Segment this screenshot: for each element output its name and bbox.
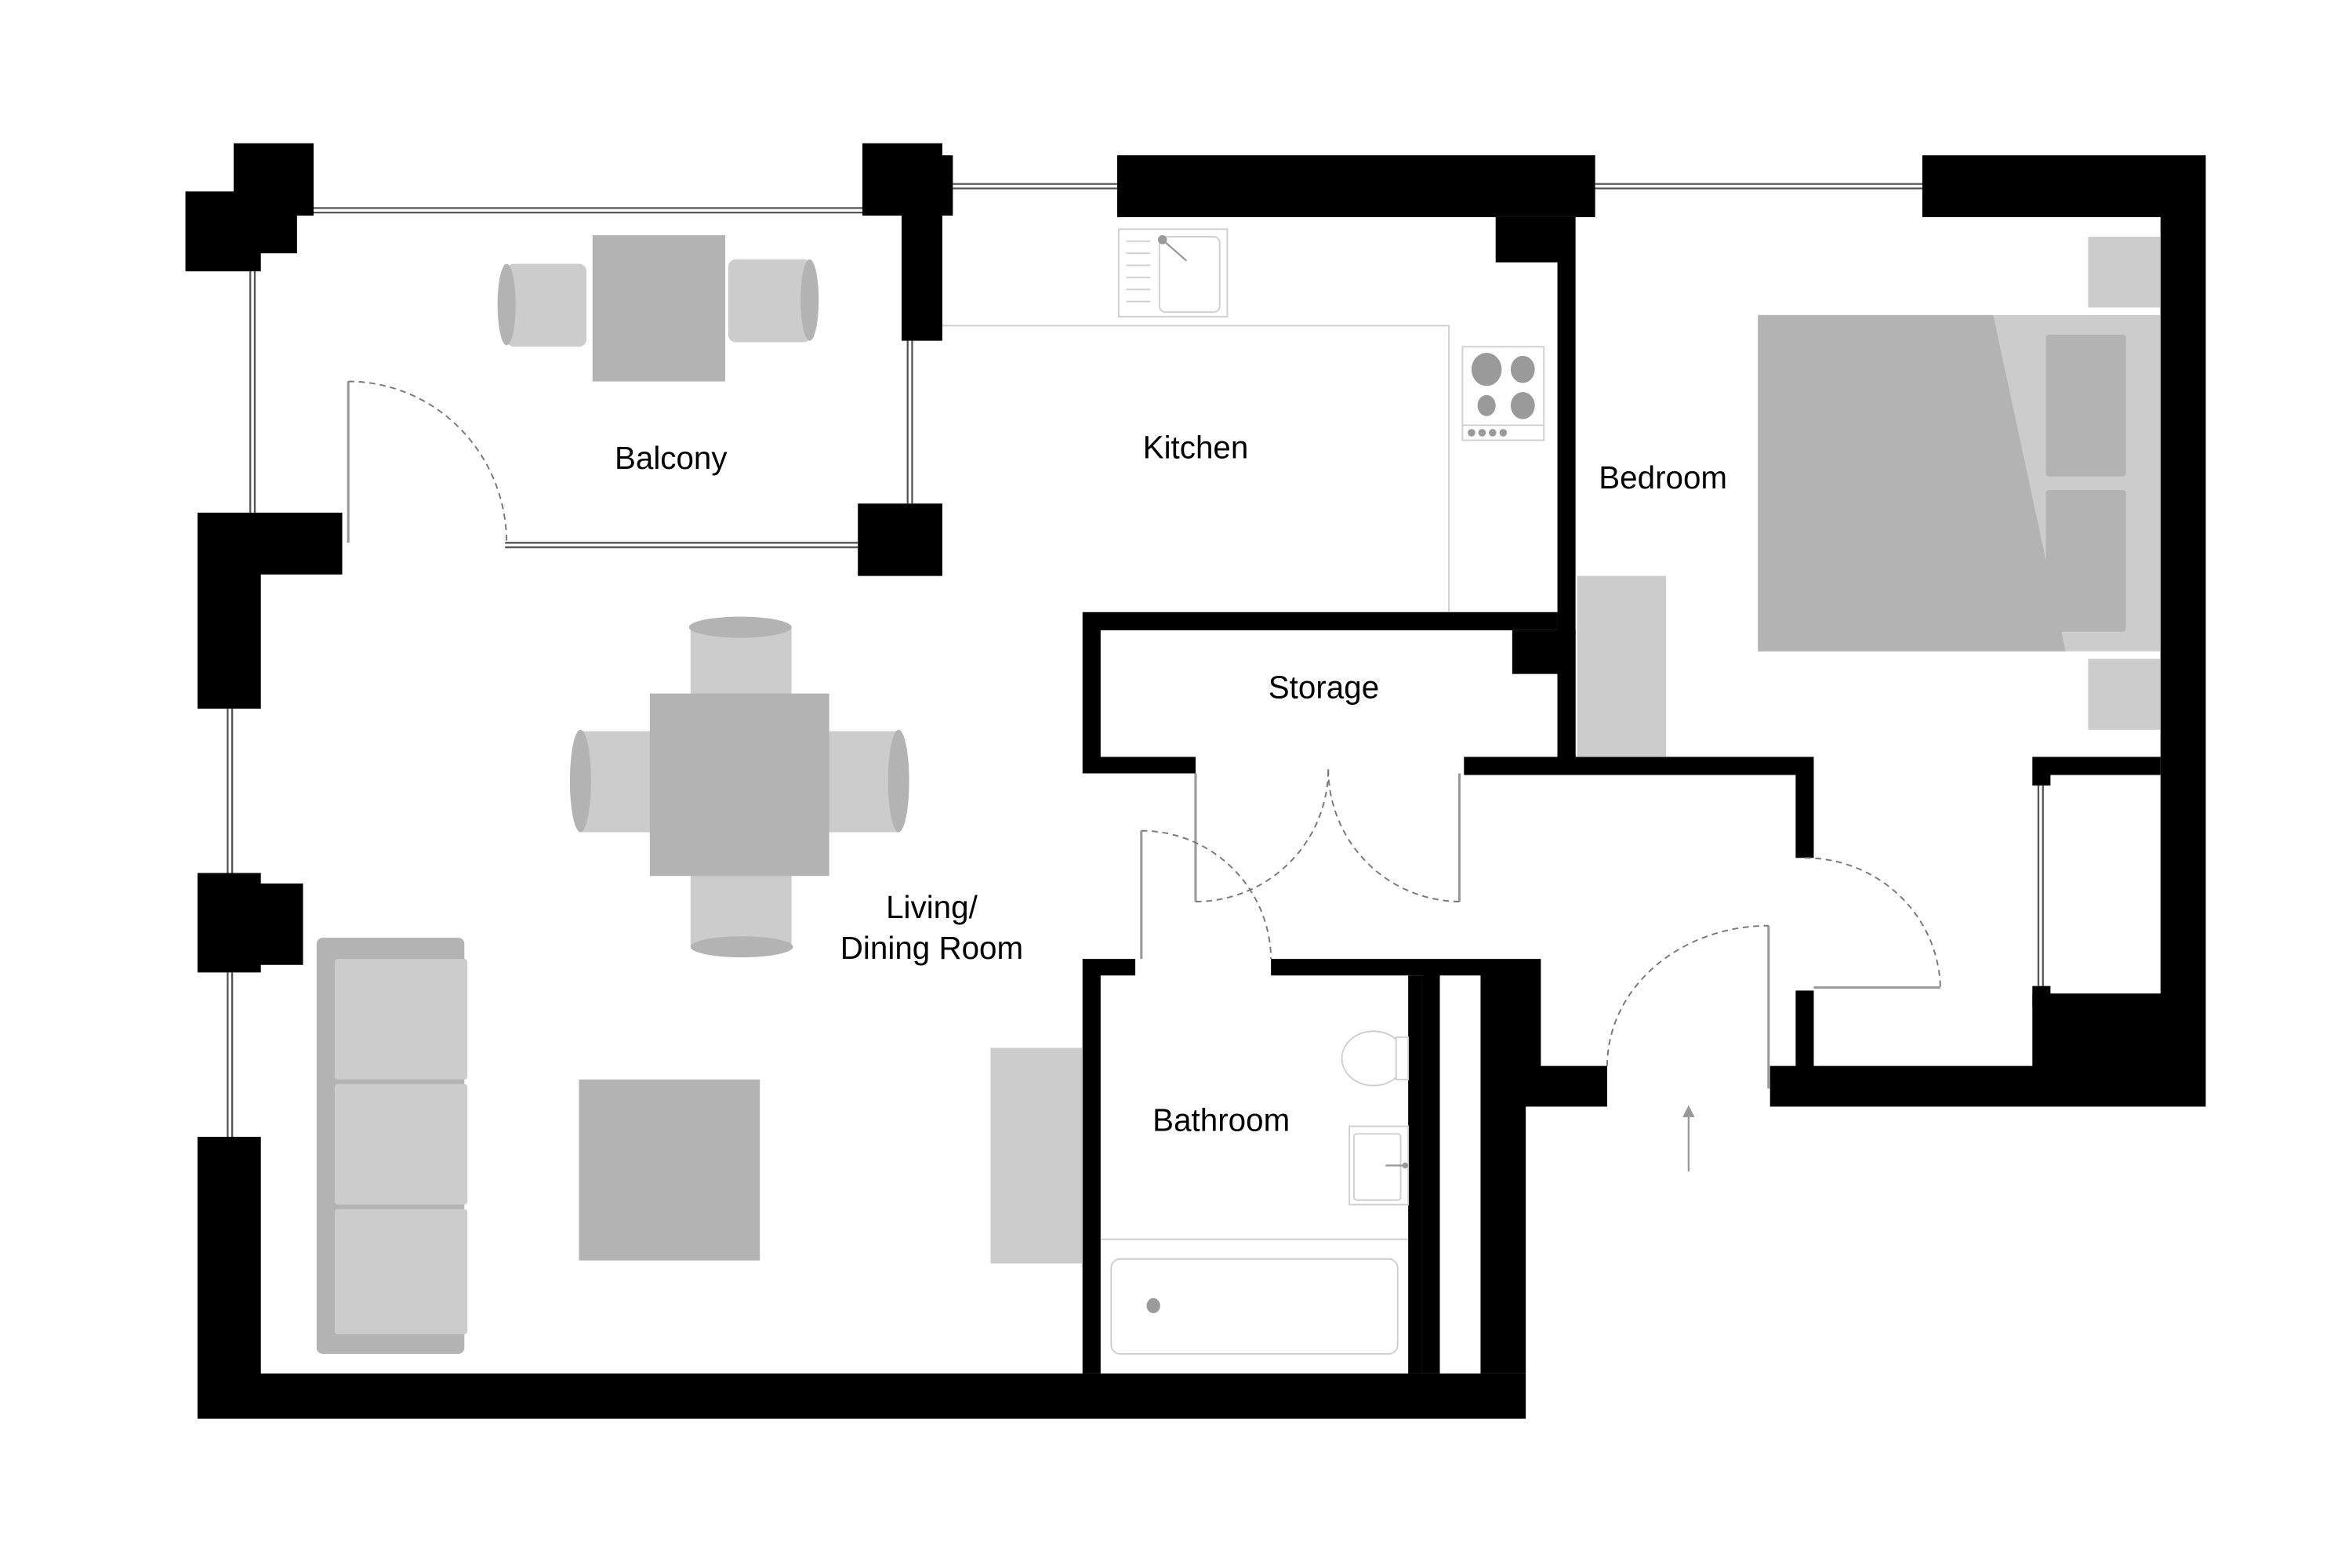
living-furniture (316, 616, 1083, 1354)
nightstand-bottom (2088, 659, 2161, 730)
room-labels: Balcony Kitchen Bedroom Storage Living/ … (615, 430, 1727, 1138)
kitchen-counter (942, 325, 1450, 612)
balcony-table (592, 235, 725, 382)
doors (347, 380, 1941, 1089)
kitchen-fixtures (942, 228, 1545, 612)
dining-chair-right (824, 731, 901, 833)
sofa-seat-2 (334, 1083, 468, 1205)
room-label-living-line2: Dining Room (840, 930, 1023, 966)
room-label-balcony: Balcony (615, 440, 728, 476)
bathtub-icon (1110, 1258, 1399, 1355)
pillow-top (2045, 334, 2126, 477)
room-label-living-line1: Living/ (886, 889, 978, 925)
coffee-table (579, 1079, 760, 1261)
room-label-kitchen: Kitchen (1143, 430, 1249, 466)
sink-icon (1117, 228, 1229, 318)
entrance-arrow-icon (1682, 1105, 1695, 1172)
washbasin-icon (1348, 1125, 1410, 1206)
pillow-bottom (2045, 490, 2126, 632)
windows (227, 183, 2044, 1137)
dining-chair-bottom (690, 871, 792, 947)
room-label-bedroom: Bedroom (1599, 459, 1727, 495)
wardrobe (1577, 575, 1666, 757)
balcony-furniture (497, 235, 819, 382)
balcony-chair-right (728, 259, 811, 343)
hob-icon (1461, 346, 1545, 441)
balcony-chair-left (506, 263, 587, 347)
dining-chair-top (690, 626, 792, 702)
room-label-bathroom: Bathroom (1152, 1102, 1290, 1138)
sofa-seat-1 (334, 959, 468, 1080)
tv-unit (990, 1047, 1083, 1264)
sofa-seat-3 (334, 1209, 468, 1334)
nightstand-top (2088, 236, 2161, 308)
bathroom-fixtures (1100, 1030, 1410, 1355)
bedroom-furniture (1577, 236, 2161, 757)
room-label-storage: Storage (1269, 669, 1379, 705)
bed-duvet (1758, 314, 2066, 652)
dining-chair-left (580, 731, 656, 833)
toilet-icon (1341, 1030, 1410, 1087)
dining-table (649, 693, 829, 877)
walls (185, 143, 2206, 1419)
